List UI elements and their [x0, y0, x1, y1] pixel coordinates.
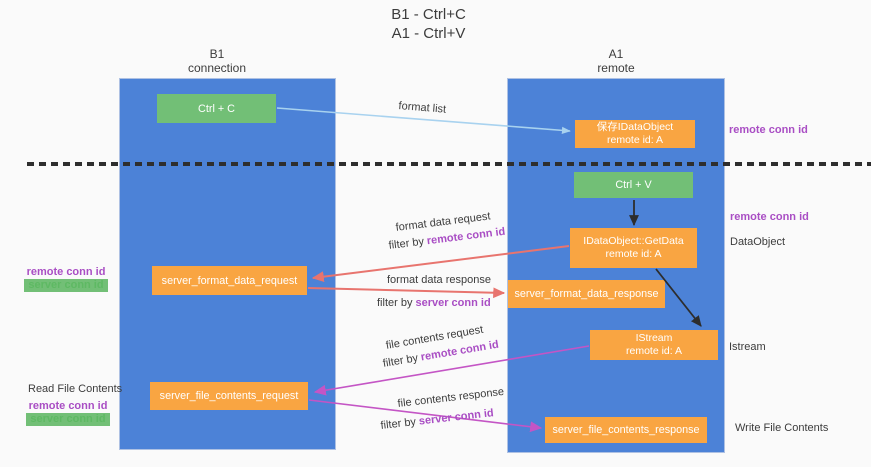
save-idataobject-remote-id: remote id: A	[606, 134, 664, 146]
remote-conn-id-annotation-top: remote conn id	[729, 124, 808, 136]
left-conn-id-annotation-top: remote conn id server conn id	[24, 266, 108, 292]
format-data-response-label: format data response	[387, 274, 491, 286]
server-file-contents-request-box: server_file_contents_request	[150, 382, 308, 410]
server-conn-id-text: server conn id	[24, 279, 108, 292]
save-idataobject-box: 保存IDataObject remote id: A	[575, 120, 695, 148]
title-line-2: A1 - Ctrl+V	[391, 25, 466, 42]
filter-by-text: filter by	[377, 297, 413, 309]
b1-role: connection	[187, 61, 247, 75]
a1-role: remote	[597, 61, 635, 75]
remote-conn-id-text: remote conn id	[426, 225, 506, 248]
filter-by-text: filter by	[380, 415, 417, 432]
remote-conn-id-text: remote conn id	[26, 266, 106, 278]
remote-conn-id-text: remote conn id	[28, 400, 108, 412]
format-list-label: format list	[398, 100, 447, 116]
server-conn-id-text: server conn id	[415, 297, 491, 309]
format-data-response-arrow	[307, 287, 506, 299]
lifeline-header-b1: B1 connection	[167, 47, 267, 75]
a1-name: A1	[608, 47, 624, 61]
file-contents-response-label: file contents response	[397, 385, 505, 410]
diagram-title: B1 - Ctrl+C A1 - Ctrl+V	[353, 5, 504, 43]
istream-box: IStream remote id: A	[590, 330, 718, 360]
b1-name: B1	[209, 47, 225, 61]
read-file-contents-annotation: Read File Contents	[28, 383, 123, 395]
server-format-data-request-box: server_format_data_request	[152, 266, 307, 295]
istream-annotation: Istream	[729, 341, 766, 353]
save-idataobject-label: 保存IDataObject	[596, 121, 674, 133]
lifeline-header-a1: A1 remote	[566, 47, 666, 75]
getdata-box: IDataObject::GetData remote id: A	[570, 228, 697, 268]
ctrl-c-box: Ctrl + C	[157, 94, 276, 123]
filter-by-text: filter by	[388, 235, 425, 252]
getdata-label: IDataObject::GetData	[583, 235, 684, 247]
dataobject-annotation: DataObject	[730, 236, 786, 248]
ctrl-v-box: Ctrl + V	[574, 172, 693, 198]
server-conn-id-text: server conn id	[26, 413, 110, 426]
title-line-1: B1 - Ctrl+C	[391, 6, 466, 23]
server-format-data-response-box: server_format_data_response	[508, 280, 665, 308]
istream-remote-id: remote id: A	[625, 345, 683, 357]
server-conn-id-text: server conn id	[418, 407, 495, 428]
getdata-remote-id: remote id: A	[605, 248, 662, 260]
left-conn-id-annotation-bottom: remote conn id server conn id	[26, 400, 110, 426]
server-file-contents-response-box: server_file_contents_response	[545, 417, 707, 443]
filter-by-text: filter by	[382, 352, 419, 370]
write-file-contents-annotation: Write File Contents	[735, 422, 829, 434]
istream-label: IStream	[635, 332, 673, 344]
remote-conn-id-annotation-mid: remote conn id	[730, 211, 809, 223]
